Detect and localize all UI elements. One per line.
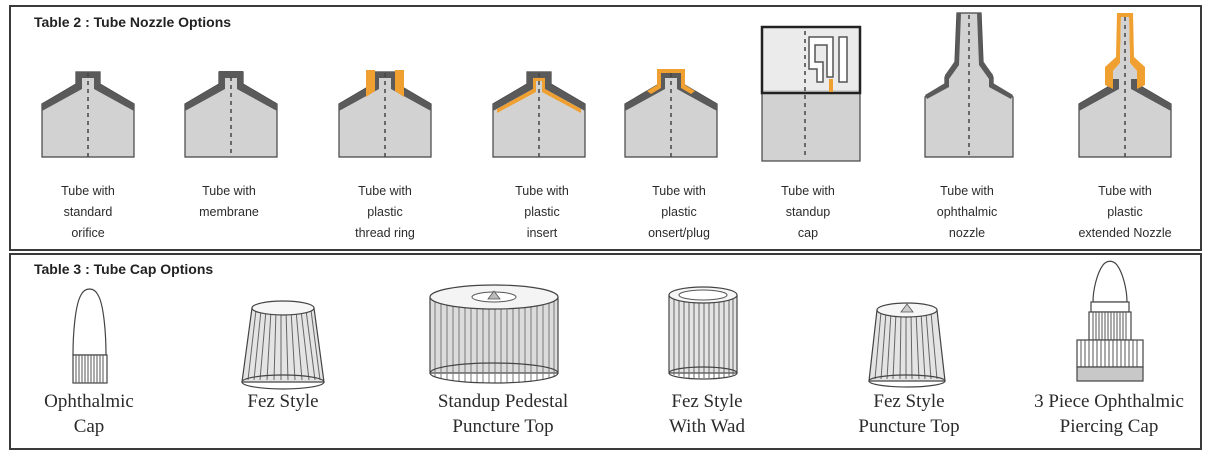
nozzle-plastic-insert: Tube with plastic insert: [487, 7, 607, 247]
cap-fez-style: Fez Style: [189, 255, 389, 450]
fez-with-wad-drawing: [668, 286, 738, 380]
onsert-plug-diagram: [624, 69, 718, 158]
nozzle-label: Tube with plastic thread ring: [355, 184, 415, 240]
nozzle-standard-orifice: Tube with standard orifice: [36, 7, 156, 247]
cap-fez-with-wad: Fez Style With Wad: [629, 255, 829, 450]
extended-nozzle-diagram: [1078, 13, 1172, 158]
cap-label: 3 Piece Ophthalmic Piercing Cap: [1034, 391, 1184, 437]
fez-puncture-top-drawing: [868, 302, 946, 388]
nozzle-onsert-plug: Tube with plastic onsert/plug: [619, 7, 739, 247]
cap-options-table: Table 3 : Tube Cap Options Ophthalmic Ca…: [9, 253, 1202, 450]
nozzle-label: Tube with membrane: [199, 184, 259, 219]
nozzle-options-table: Table 2 : Tube Nozzle Options Tube with …: [9, 5, 1202, 251]
nozzle-label: Tube with ophthalmic nozzle: [936, 184, 998, 240]
nozzle-thread-ring: Tube with plastic thread ring: [333, 7, 453, 247]
cap-table-title: Table 3 : Tube Cap Options: [34, 261, 214, 277]
membrane-diagram: [184, 71, 278, 158]
standard-orifice-diagram: [41, 71, 135, 158]
nozzle-label: Tube with plastic onsert/plug: [648, 184, 710, 240]
cap-label: Fez Style: [247, 391, 319, 412]
ophthalmic-cap-drawing: [72, 288, 108, 384]
nozzle-label: Tube with standup cap: [781, 184, 835, 240]
nozzle-label: Tube with plastic insert: [515, 184, 569, 240]
nozzle-membrane: Tube with membrane: [179, 7, 299, 247]
ophthalmic-nozzle-diagram: [924, 12, 1014, 158]
standup-cap-diagram: [760, 25, 862, 162]
nozzle-standup-cap: Tube with standup cap: [760, 7, 881, 247]
thread-ring-diagram: [338, 70, 432, 158]
fez-style-drawing: [241, 300, 325, 390]
cap-ophthalmic: Ophthalmic Cap: [1, 255, 161, 450]
nozzle-label: Tube with standard orifice: [61, 184, 115, 240]
cap-label: Standup Pedestal Puncture Top: [437, 391, 569, 437]
cap-standup-pedestal: Standup Pedestal Puncture Top: [413, 255, 613, 450]
three-piece-cap-drawing: [1076, 260, 1144, 382]
cap-fez-puncture-top: Fez Style Puncture Top: [819, 255, 1019, 450]
plastic-insert-diagram: [492, 71, 586, 158]
cap-label: Fez Style Puncture Top: [858, 391, 960, 437]
standup-pedestal-drawing: [429, 284, 559, 384]
nozzle-table-title: Table 2 : Tube Nozzle Options: [34, 14, 232, 30]
cap-label: Fez Style With Wad: [669, 391, 745, 437]
cap-label: Ophthalmic Cap: [44, 391, 134, 437]
nozzle-extended: Tube with plastic extended Nozzle: [1073, 7, 1193, 247]
nozzle-label: Tube with plastic extended Nozzle: [1078, 184, 1172, 240]
cap-3-piece-ophthalmic: 3 Piece Ophthalmic Piercing Cap: [1015, 255, 1213, 450]
nozzle-ophthalmic: Tube with ophthalmic nozzle: [919, 7, 1039, 247]
